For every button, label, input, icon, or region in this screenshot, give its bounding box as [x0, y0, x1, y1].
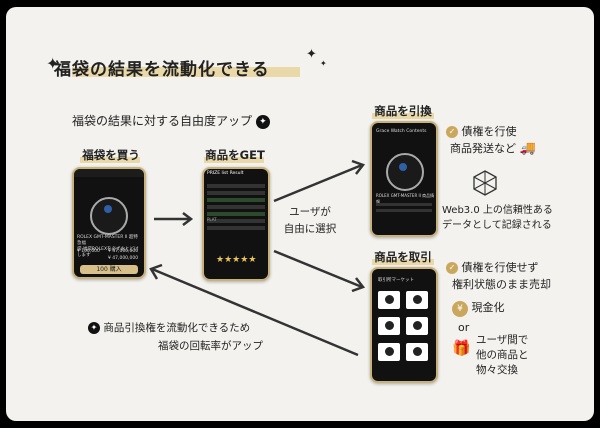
market-header: 取引所マーケット — [378, 278, 414, 283]
user-choice-text: ユーザが 自由に選択 — [282, 204, 338, 238]
watch-dial — [104, 205, 112, 213]
star-icon: ★ — [216, 255, 225, 265]
title-sparkle-icon-small: ✦ — [320, 59, 327, 68]
slide: ✦ 福袋の結果を流動化できる ✦ ✦ 福袋の結果に対する自由度アップ ✦ 福袋を… — [6, 7, 594, 421]
exchange-caption: ROLEX GMT-MASTER II 商品情報 — [376, 193, 435, 204]
star-icon: ★ — [240, 255, 249, 265]
phone-exchange-screen: Grace Watch Contents ROLEX GMT-MASTER II… — [370, 121, 438, 237]
or-text: or — [458, 321, 470, 334]
exchange-label: 商品を引換 — [374, 104, 432, 118]
exchange-info-line1: ✓ 債権を行使 — [446, 123, 536, 140]
watch-thumb — [385, 347, 394, 356]
watch-image — [90, 197, 128, 235]
truck-icon: 🚚 — [519, 141, 536, 156]
exchange-info: ✓ 債権を行使 商品発送など 🚚 — [446, 123, 536, 157]
watch-dial — [399, 163, 407, 171]
star-icon: ★ — [224, 255, 233, 265]
web3-note: Web3.0 上の信頼性ある データとして記録される — [442, 203, 553, 233]
bottom-note-line1: ✦ 商品引換権を流動化できるため — [88, 319, 263, 337]
product-title: ROLEX GMT-MASTER II 超特急福 袋 福袋ROLEXを必ずおとど… — [77, 235, 141, 259]
page-title: 福袋の結果を流動化できる — [54, 60, 270, 80]
barter-line2: 他の商品と — [476, 349, 529, 361]
get-label-highlight — [204, 157, 264, 163]
buy-label: 福袋を買う — [82, 148, 140, 162]
arrow-down-right-icon — [273, 249, 366, 293]
subtitle-sparkle-icon: ✦ — [255, 114, 270, 129]
barter-line1: ユーザ間で — [476, 334, 529, 346]
cash-option: ¥ 現金化 — [452, 299, 505, 317]
buy-label-highlight — [80, 157, 140, 163]
check-icon: ✓ — [446, 126, 458, 138]
bottom-note: ✦ 商品引換権を流動化できるため 福袋の回転率がアップ — [88, 319, 263, 355]
user-choice-line1: ユーザが — [289, 206, 331, 218]
user-choice-line2: 自由に選択 — [283, 223, 337, 235]
web3-line1: Web3.0 上の信頼性ある — [442, 205, 553, 216]
buy-button[interactable]: 100 購入 — [80, 265, 138, 274]
watch-thumb — [413, 347, 422, 356]
watch-thumb — [385, 295, 394, 304]
exchange-label-highlight — [372, 113, 434, 119]
get-label: 商品をGET — [205, 148, 265, 162]
blockchain-icon — [473, 170, 497, 196]
trade-line1-text: 債権を行使せず — [461, 261, 539, 274]
phone-buy-header — [74, 169, 144, 177]
trade-info-line1: ✓ 債権を行使せず — [446, 259, 551, 276]
money-bag-icon: ¥ — [452, 301, 468, 317]
product-title-line1: ROLEX GMT-MASTER II 超特急福 — [77, 235, 138, 246]
watch-thumb — [413, 295, 422, 304]
star-icon: ★ — [232, 255, 241, 265]
trade-info-line2: 権利状態のまま売却 — [452, 278, 551, 291]
title-sparkle-icon-right: ✦ — [306, 47, 317, 62]
info-row — [376, 209, 432, 212]
rank-label: PLAT — [207, 217, 217, 222]
trade-info: ✓ 債権を行使せず 権利状態のまま売却 — [446, 259, 551, 293]
exchange-line1-text: 債権を行使 — [461, 125, 517, 138]
arrow-right-icon — [154, 212, 194, 226]
rating-stars: ★★★★★ — [216, 247, 258, 266]
subtitle-text: 福袋の結果に対する自由度アップ — [72, 114, 253, 128]
watch-image — [386, 153, 424, 191]
barter-line3: 物々交換 — [476, 364, 518, 376]
bottom-note-line2: 福袋の回転率がアップ — [158, 340, 263, 352]
check-icon: ✓ — [446, 262, 458, 274]
arrow-up-right-icon — [273, 159, 366, 203]
web3-line2: データとして記録される — [442, 220, 552, 231]
price-3: ¥ 47,000,000 — [108, 256, 139, 261]
arrow-return-icon — [149, 263, 359, 357]
barter-option: ユーザ間で 他の商品と 物々交換 — [476, 333, 529, 378]
exchange-line2-text: 商品発送など — [450, 142, 516, 155]
title-sparkle-icon: ✦ — [46, 54, 60, 73]
phone-get-screen: PRIZE list Result PLAT ★★★★★ — [202, 167, 270, 281]
bottom-note-line1-text: 商品引換権を流動化できるため — [103, 322, 251, 334]
title-highlight — [72, 67, 300, 77]
watch-thumb — [413, 321, 422, 330]
prize-header: PRIZE list Result — [207, 171, 244, 176]
exchange-header: Grace Watch Contents — [376, 129, 427, 134]
trade-label-highlight — [372, 259, 434, 265]
trade-label: 商品を取引 — [374, 250, 432, 264]
prize-list — [207, 181, 265, 251]
phone-buy-screen: ROLEX GMT-MASTER II 超特急福 袋 福袋ROLEXを必ずおとど… — [72, 167, 146, 279]
product-title-line2: 袋 福袋ROLEXを必ずおとどけします — [77, 247, 139, 258]
cash-text: 現金化 — [471, 301, 505, 314]
phone-trade-screen: 取引所マーケット — [370, 267, 438, 383]
exchange-info-line2: 商品発送など 🚚 — [446, 140, 536, 157]
price-2: ¥ 47,000,000 — [108, 249, 139, 254]
price-1: ¥ 100,000 — [77, 249, 100, 254]
star-icon: ★ — [248, 255, 257, 265]
info-row — [376, 203, 432, 206]
gift-box-icon: 🎁 — [452, 339, 471, 357]
subtitle: 福袋の結果に対する自由度アップ ✦ — [72, 112, 270, 129]
note-sparkle-icon: ✦ — [88, 322, 100, 334]
watch-thumb — [385, 321, 394, 330]
